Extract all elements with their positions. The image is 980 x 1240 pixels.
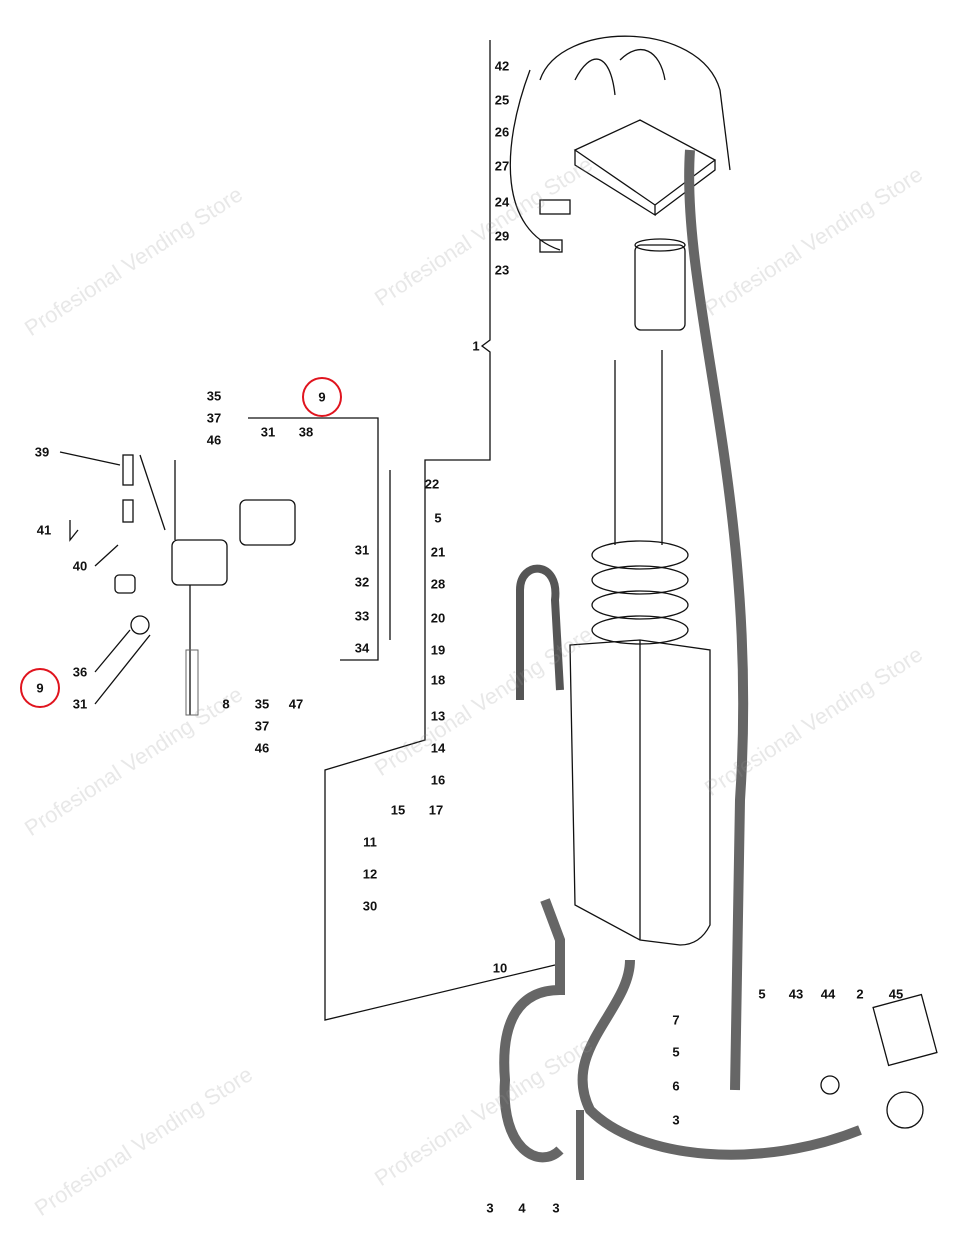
callout: 46 bbox=[254, 740, 270, 756]
callout: 31 bbox=[72, 696, 88, 712]
hose bbox=[516, 564, 564, 700]
control-box bbox=[573, 119, 717, 217]
callout: 38 bbox=[298, 424, 314, 440]
wire-bundle bbox=[539, 35, 731, 171]
heating-coil bbox=[591, 540, 689, 645]
highlight-circle bbox=[302, 377, 342, 417]
callout: 35 bbox=[206, 388, 222, 404]
callout: 5 bbox=[672, 1044, 680, 1060]
callout: 37 bbox=[206, 410, 222, 426]
callout: 30 bbox=[362, 898, 378, 914]
callout: 32 bbox=[354, 574, 370, 590]
callout: 43 bbox=[788, 986, 804, 1002]
callout: 16 bbox=[430, 772, 446, 788]
bracket-plate bbox=[872, 993, 938, 1067]
assembly-bracket bbox=[324, 40, 556, 1021]
callout: 47 bbox=[288, 696, 304, 712]
callout: 39 bbox=[34, 444, 50, 460]
valve-bracket bbox=[248, 417, 379, 661]
callout: 3 bbox=[672, 1112, 680, 1128]
callout: 27 bbox=[494, 158, 510, 174]
callout: 26 bbox=[494, 124, 510, 140]
callout: 29 bbox=[494, 228, 510, 244]
solenoid-valve-1 bbox=[171, 539, 228, 586]
callout: 14 bbox=[430, 740, 446, 756]
boiler-tank bbox=[569, 639, 711, 946]
callout: 25 bbox=[494, 92, 510, 108]
highlight-circle bbox=[20, 668, 60, 708]
hose-long bbox=[684, 149, 749, 1091]
callout: 19 bbox=[430, 642, 446, 658]
callout: 45 bbox=[888, 986, 904, 1002]
callout: 28 bbox=[430, 576, 446, 592]
callout: 44 bbox=[820, 986, 836, 1002]
callout: 20 bbox=[430, 610, 446, 626]
callout: 8 bbox=[222, 696, 230, 712]
callout-highlighted: 9 bbox=[318, 389, 326, 405]
callout: 36 bbox=[72, 664, 88, 680]
callout: 42 bbox=[494, 58, 510, 74]
callout: 3 bbox=[552, 1200, 560, 1216]
callout: 35 bbox=[254, 696, 270, 712]
callout: 12 bbox=[362, 866, 378, 882]
callout: 5 bbox=[434, 510, 442, 526]
pump bbox=[886, 1091, 924, 1129]
callout: 1 bbox=[472, 338, 480, 354]
callout: 13 bbox=[430, 708, 446, 724]
callout: 37 bbox=[254, 718, 270, 734]
callout: 40 bbox=[72, 558, 88, 574]
callout-highlighted: 9 bbox=[36, 680, 44, 696]
callout: 2 bbox=[856, 986, 864, 1002]
callout: 18 bbox=[430, 672, 446, 688]
callout: 11 bbox=[363, 834, 377, 850]
callout: 5 bbox=[758, 986, 766, 1002]
callout: 17 bbox=[428, 802, 444, 818]
callout: 23 bbox=[494, 262, 510, 278]
callout: 15 bbox=[390, 802, 406, 818]
callout: 33 bbox=[354, 608, 370, 624]
callout: 41 bbox=[36, 522, 52, 538]
callout: 3 bbox=[486, 1200, 494, 1216]
callout: 31 bbox=[260, 424, 276, 440]
callout: 24 bbox=[494, 194, 510, 210]
solenoid-valve-2 bbox=[239, 499, 296, 546]
callout: 46 bbox=[206, 432, 222, 448]
capacitor bbox=[634, 244, 686, 331]
callout: 6 bbox=[672, 1078, 680, 1094]
callout: 7 bbox=[672, 1012, 680, 1028]
callout: 22 bbox=[424, 476, 440, 492]
callout: 34 bbox=[354, 640, 370, 656]
callout: 10 bbox=[492, 960, 508, 976]
callout: 21 bbox=[430, 544, 446, 560]
callout: 4 bbox=[518, 1200, 526, 1216]
callout: 31 bbox=[354, 542, 370, 558]
microswitch bbox=[539, 199, 571, 215]
